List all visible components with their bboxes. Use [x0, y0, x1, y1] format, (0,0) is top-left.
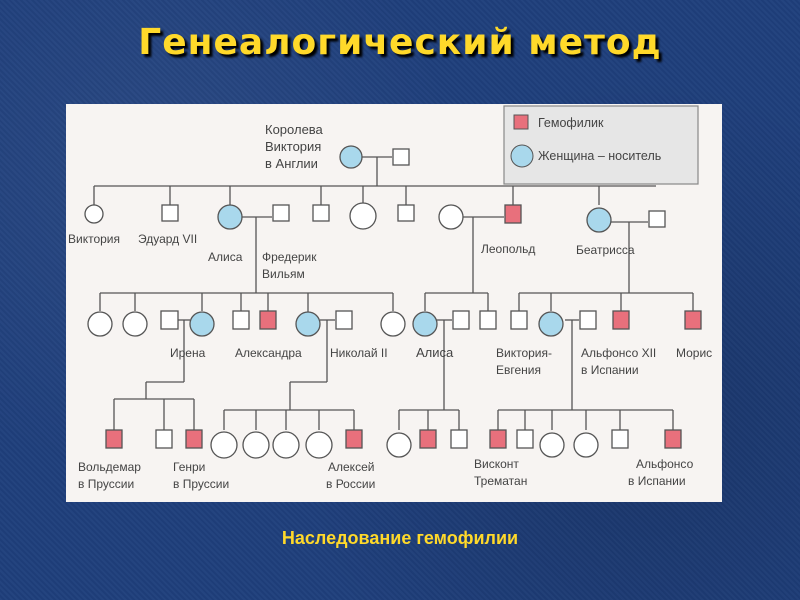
label-beatrissa: Беатрисса	[576, 243, 635, 257]
legend-hemophiliac-icon	[513, 114, 529, 130]
label-viscount-l1: Висконт	[474, 457, 519, 471]
person-nikolai-ii	[335, 310, 353, 330]
label-voldemar-l1: Вольдемар	[78, 460, 141, 474]
person-gen4-daughter-1	[210, 431, 238, 459]
label-alfonso-xii-l1: Альфонсо XII	[581, 346, 656, 360]
person-beatrissa-son-2	[612, 310, 630, 330]
person-leopold	[504, 204, 522, 224]
pedigree-lines	[93, 156, 694, 430]
person-gen3-daughter-2	[122, 311, 148, 337]
label-alfonso-l2: в Испании	[628, 474, 686, 488]
person-alisa-2-husband	[452, 310, 470, 330]
person-gen4-son-2	[450, 429, 468, 449]
label-genri-l2: в Пруссии	[173, 477, 229, 491]
person-gen4-son	[155, 429, 173, 449]
person-alisa-1	[217, 204, 243, 230]
person-voldemar	[105, 429, 123, 449]
person-gen3-daughter-3	[380, 311, 406, 337]
person-genri	[185, 429, 203, 449]
label-irena: Ирена	[170, 346, 206, 360]
label-nikolai: Николай II	[330, 346, 388, 360]
label-aleksei-l2: в России	[326, 477, 375, 491]
person-gen4-daughter-3	[272, 431, 300, 459]
label-queen-l3: в Англии	[265, 156, 318, 171]
person-gen4-son-3	[516, 429, 534, 449]
person-moris	[684, 310, 702, 330]
person-gen4-daughter-4	[305, 431, 333, 459]
legend-hemophiliac-label: Гемофилик	[538, 116, 604, 130]
person-gen4-daughter-2	[242, 431, 270, 459]
pedigree-labels: Королева Виктория в Англии Виктория Эдуа…	[68, 122, 712, 491]
label-alfonso-l1: Альфонсо	[636, 457, 694, 471]
person-viscount	[489, 429, 507, 449]
person-gen4-daughter-7	[573, 432, 599, 458]
person-gen4-daughter-6	[539, 432, 565, 458]
person-gen3-son-1	[232, 310, 250, 330]
label-vikt-evg-l1: Виктория-	[496, 346, 552, 360]
person-beatrissa-son-1	[510, 310, 528, 330]
label-viscount-l2: Трематан	[474, 474, 527, 488]
label-vikt-evg-l2: Евгения	[496, 363, 541, 377]
person-alisa-husband	[272, 204, 290, 222]
label-alisa-2: Алиса	[416, 345, 454, 360]
person-gen4-son-4	[611, 429, 629, 449]
label-viktoria: Виктория	[68, 232, 120, 246]
legend: Гемофилик Женщина – носитель	[503, 105, 699, 185]
person-albert	[392, 148, 410, 166]
label-moris: Морис	[676, 346, 712, 360]
person-gen4-daughter-5	[386, 432, 412, 458]
person-viktoria-evgenia	[538, 311, 564, 337]
label-aleksei-l1: Алексей	[328, 460, 374, 474]
person-irena	[189, 311, 215, 337]
legend-carrier-icon	[510, 144, 534, 168]
label-genri-l1: Генри	[173, 460, 205, 474]
person-gen3-daughter-1	[87, 311, 113, 337]
label-queen-l1: Королева	[265, 122, 324, 137]
legend-box	[503, 105, 699, 185]
legend-carrier-label: Женщина – носитель	[538, 149, 661, 163]
label-alfonso-xii-l2: в Испании	[581, 363, 639, 377]
person-alisa-2	[412, 311, 438, 337]
caption: Наследование гемофилии	[281, 528, 519, 548]
pedigree-individuals	[84, 145, 702, 459]
slide-title: Генеалогический метод	[138, 22, 662, 63]
person-son-2	[312, 204, 330, 222]
person-daughter-2	[349, 202, 377, 230]
person-alfonso-xii	[579, 310, 597, 330]
person-alfonso	[664, 429, 682, 449]
person-gen3-hemophiliac	[259, 310, 277, 330]
label-queen-l2: Виктория	[265, 139, 321, 154]
label-voldemar-l2: в Пруссии	[78, 477, 134, 491]
label-aleksandra: Александра	[235, 346, 302, 360]
person-leopold-wife	[438, 204, 464, 230]
person-leopold-son	[479, 310, 497, 330]
label-edward: Эдуард VII	[138, 232, 197, 246]
person-beatrissa	[586, 207, 612, 233]
person-gen4-hemophiliac-1	[419, 429, 437, 449]
person-queen-victoria	[339, 145, 363, 169]
label-alisa-1: Алиса	[208, 250, 243, 264]
person-edward-vii	[161, 204, 179, 222]
pedigree-diagram: Гемофилик Женщина – носитель	[66, 104, 722, 502]
label-leopold: Леопольд	[481, 242, 535, 256]
person-henry-husband	[160, 310, 179, 330]
label-frederick-l2: Вильям	[262, 267, 305, 281]
person-viktoria	[84, 204, 104, 224]
person-aleksandra	[295, 311, 321, 337]
person-son-3	[397, 204, 415, 222]
person-beatrissa-husband	[648, 210, 666, 228]
label-frederick-l1: Фредерик	[262, 250, 317, 264]
person-aleksei	[345, 429, 363, 449]
